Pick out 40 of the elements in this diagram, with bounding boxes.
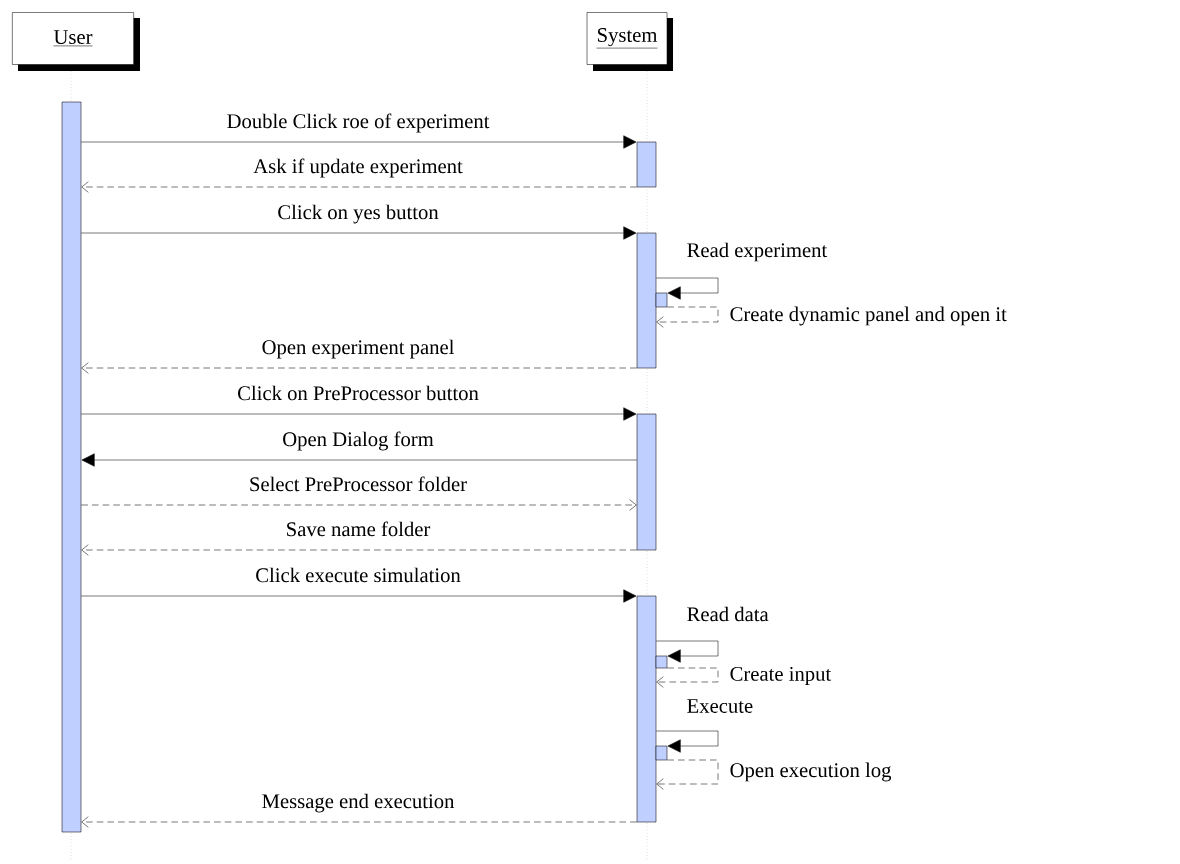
- message-label: Click on yes button: [278, 204, 439, 224]
- message-arrow: [81, 499, 637, 511]
- message-label: Read experiment: [687, 242, 828, 262]
- activation-bar: [636, 413, 657, 551]
- activation-bar: [655, 655, 668, 669]
- self-message-arrow: [656, 730, 719, 753]
- message-label: Read data: [687, 606, 769, 622]
- message-label: Open execution log: [730, 762, 892, 782]
- message-arrow: [81, 135, 637, 149]
- message-arrow: [81, 589, 637, 603]
- message-label: Save name folder: [287, 521, 431, 537]
- message-arrow: [81, 816, 637, 828]
- message-label: Create dynamic panel and open it: [730, 306, 1007, 326]
- message-arrow: [81, 181, 637, 193]
- self-message-arrow: [656, 759, 719, 790]
- self-message-arrow: [656, 667, 719, 688]
- message-arrow: [81, 226, 637, 240]
- self-message-arrow: [656, 640, 719, 663]
- message-label: Open experiment panel: [262, 339, 455, 359]
- message-arrow: [81, 362, 637, 374]
- message-arrow: [81, 453, 637, 467]
- activation-bar: [61, 101, 82, 833]
- message-label: Click execute simulation: [256, 567, 461, 583]
- message-arrow: [81, 407, 637, 421]
- message-label: Create input: [730, 667, 832, 686]
- activation-bar: [655, 292, 668, 308]
- message-label: Open Dialog form: [283, 431, 434, 451]
- activation-bar: [636, 141, 657, 188]
- message-label: Execute: [687, 699, 753, 713]
- message-label: Select PreProcessor folder: [250, 476, 467, 492]
- self-message-arrow: [656, 277, 719, 300]
- message-label: Message end execution: [262, 793, 455, 813]
- lifeline-head: User: [12, 12, 140, 71]
- message-label: Click on PreProcessor button: [238, 385, 479, 401]
- self-message-arrow: [656, 306, 719, 328]
- activation-bar: [655, 745, 668, 761]
- message-label: Ask if update experiment: [253, 158, 463, 178]
- message-arrow: [81, 544, 637, 556]
- message-label: Double Click roe of experiment: [227, 113, 490, 133]
- lifeline-head: System: [586, 12, 673, 71]
